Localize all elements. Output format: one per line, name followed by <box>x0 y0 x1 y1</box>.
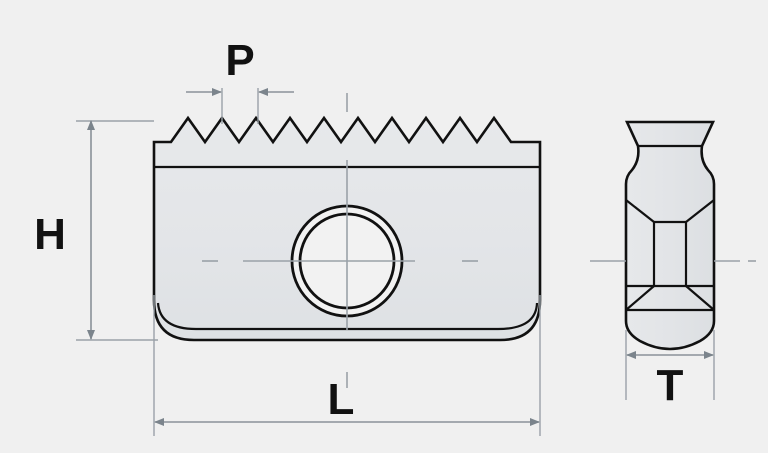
side-view <box>590 120 756 351</box>
dimension-label-height: H <box>34 210 66 259</box>
dimension-pitch: P <box>186 36 294 124</box>
side-view-upper-left-facet <box>625 199 655 223</box>
dimension-thickness: T <box>625 330 715 410</box>
dimension-label-thickness: T <box>657 361 684 410</box>
side-view-upper-right-facet <box>685 199 715 223</box>
side-view-body-outline <box>624 120 716 351</box>
dimension-length: L <box>153 295 541 436</box>
side-view-lower-right-facet <box>685 285 715 311</box>
dimension-height: H <box>34 120 158 341</box>
side-view-lower-left-facet <box>625 285 655 311</box>
dimension-label-pitch: P <box>225 36 254 85</box>
dimension-label-length: L <box>328 375 355 424</box>
